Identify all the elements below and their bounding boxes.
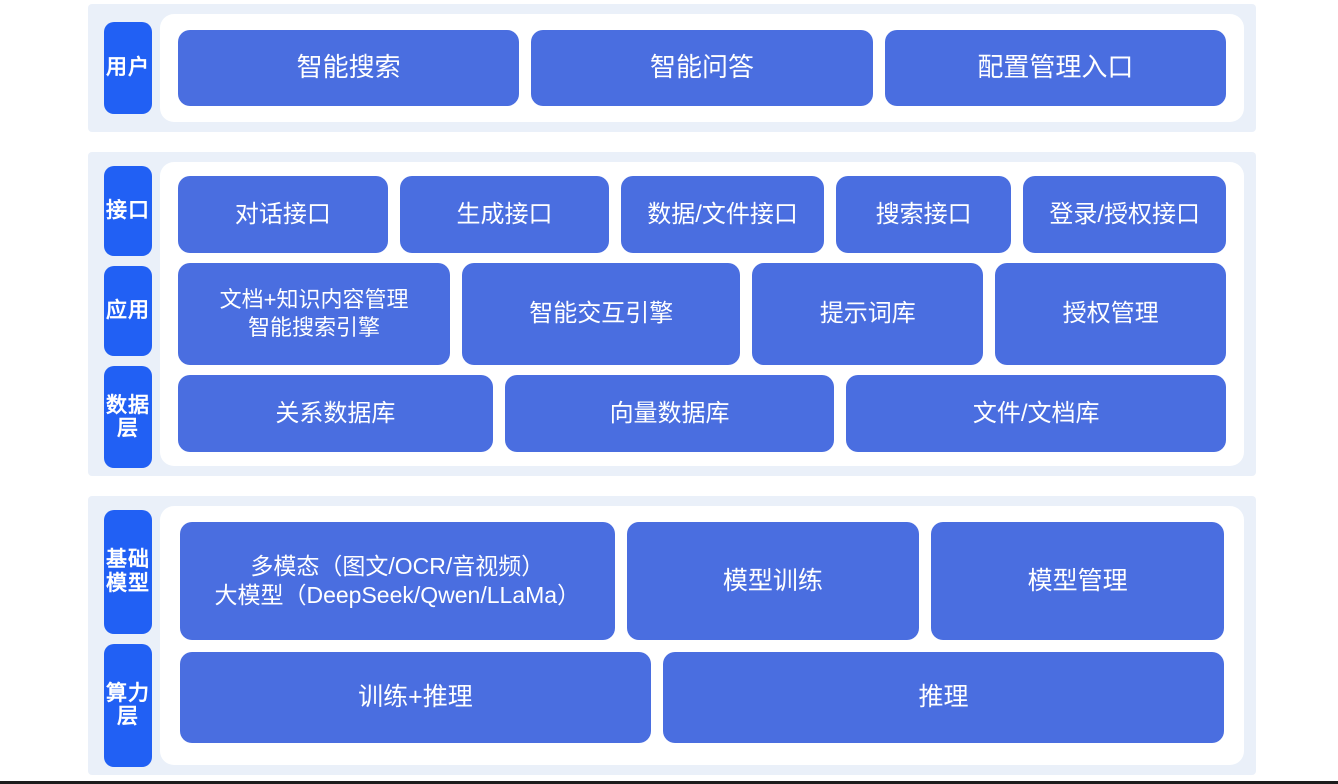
- layer-label-application: 应用: [104, 266, 152, 357]
- box-model-training[interactable]: 模型训练: [626, 522, 920, 640]
- layer-label-interface: 接口: [104, 166, 152, 257]
- layer-label-users: 用户: [104, 22, 152, 114]
- box-training-plus-inference[interactable]: 训练+推理: [180, 652, 651, 743]
- row-user-entries: 智能搜索 智能问答 配置管理入口: [178, 30, 1226, 106]
- box-multimodal-large-model[interactable]: 多模态（图文/OCR/音视频） 大模型（DeepSeek/Qwen/LLaMa）: [180, 522, 615, 640]
- box-document-knowledge-management[interactable]: 文档+知识内容管理 智能搜索引擎: [178, 262, 451, 366]
- box-search-api[interactable]: 搜索接口: [835, 176, 1012, 253]
- panel-users: 智能搜索 智能问答 配置管理入口: [160, 14, 1244, 122]
- box-inference[interactable]: 推理: [662, 652, 1224, 743]
- panel-infra: 多模态（图文/OCR/音视频） 大模型（DeepSeek/Qwen/LLaMa）…: [160, 506, 1244, 765]
- panel-middle: 对话接口 生成接口 数据/文件接口 搜索接口 登录/授权接口 文档+知识内容管理…: [160, 162, 1244, 466]
- section-infra: 基础模型 算力层 多模态（图文/OCR/音视频） 大模型（DeepSeek/Qw…: [88, 496, 1256, 775]
- box-login-auth-api[interactable]: 登录/授权接口: [1023, 176, 1226, 253]
- rail-middle: 接口 应用 数据层: [88, 152, 152, 476]
- row-interface: 对话接口 生成接口 数据/文件接口 搜索接口 登录/授权接口: [178, 176, 1226, 253]
- row-data: 关系数据库 向量数据库 文件/文档库: [178, 375, 1226, 452]
- box-authorization-management[interactable]: 授权管理: [995, 262, 1226, 366]
- box-smart-search[interactable]: 智能搜索: [178, 30, 520, 106]
- box-model-management[interactable]: 模型管理: [931, 522, 1225, 640]
- box-data-file-api[interactable]: 数据/文件接口: [621, 176, 824, 253]
- layer-label-compute: 算力层: [104, 643, 152, 767]
- rail-users: 用户: [88, 4, 152, 132]
- row-application: 文档+知识内容管理 智能搜索引擎 智能交互引擎 提示词库 授权管理: [178, 262, 1226, 366]
- row-compute: 训练+推理 推理: [180, 652, 1224, 743]
- box-relational-database[interactable]: 关系数据库: [178, 375, 493, 452]
- box-vector-database[interactable]: 向量数据库: [504, 375, 835, 452]
- layer-label-foundation-model: 基础模型: [104, 510, 152, 634]
- box-smart-interaction-engine[interactable]: 智能交互引擎: [462, 262, 741, 366]
- box-config-management-entry[interactable]: 配置管理入口: [884, 30, 1226, 106]
- section-users: 用户 智能搜索 智能问答 配置管理入口: [88, 4, 1256, 132]
- rail-infra: 基础模型 算力层: [88, 496, 152, 775]
- box-file-document-store[interactable]: 文件/文档库: [846, 375, 1226, 452]
- layer-label-data: 数据层: [104, 366, 152, 468]
- box-prompt-library[interactable]: 提示词库: [752, 262, 984, 366]
- row-model: 多模态（图文/OCR/音视频） 大模型（DeepSeek/Qwen/LLaMa）…: [180, 522, 1225, 640]
- box-generation-api[interactable]: 生成接口: [399, 176, 610, 253]
- box-smart-qa[interactable]: 智能问答: [531, 30, 873, 106]
- box-dialog-api[interactable]: 对话接口: [178, 176, 388, 253]
- section-middle: 接口 应用 数据层 对话接口 生成接口 数据/文件接口 搜索接口 登录/授权接口…: [88, 152, 1256, 476]
- bottom-divider: [0, 781, 1338, 784]
